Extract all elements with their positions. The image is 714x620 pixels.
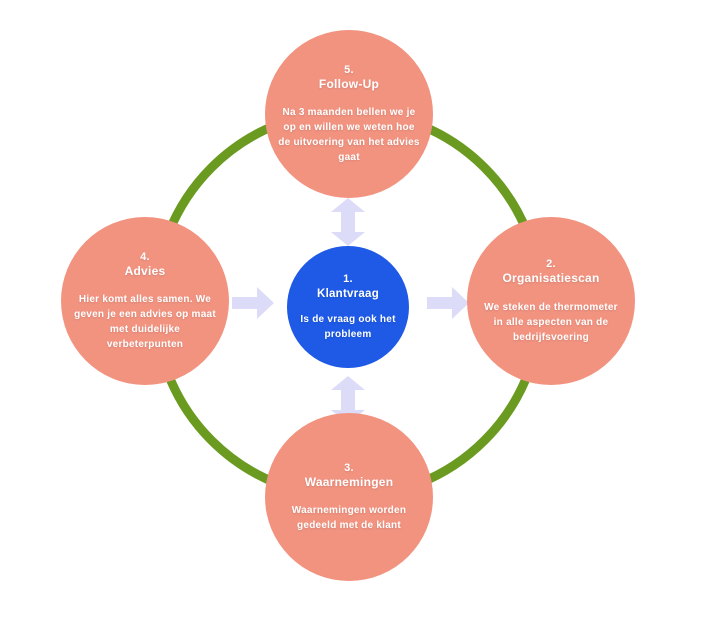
double-arrow-vertical-top-shape <box>331 198 365 246</box>
node-advies-number: 4. <box>140 250 150 263</box>
node-follow-up-title: Follow-Up <box>318 76 380 91</box>
node-waarnemingen: 3. Waarnemingen Waarnemingen worden gede… <box>265 413 433 581</box>
node-organisatiescan: 2. Organisatiescan We steken de thermome… <box>467 217 635 385</box>
node-advies: 4. Advies Hier komt alles samen. We geve… <box>61 217 229 385</box>
node-follow-up: 5. Follow-Up Na 3 maanden bellen we je o… <box>265 30 433 198</box>
arrow-right-right-icon <box>427 287 469 319</box>
node-advies-description: Hier komt alles samen. We geven je een a… <box>74 294 216 351</box>
node-klantvraag-title: Klantvraag <box>317 287 379 300</box>
arrow-right-left-shape <box>232 287 274 319</box>
double-arrow-vertical-bottom-shape <box>331 376 365 424</box>
node-waarnemingen-number: 3. <box>344 461 354 474</box>
node-klantvraag-number: 1. <box>343 273 353 286</box>
double-arrow-vertical-top-icon <box>331 198 365 246</box>
node-waarnemingen-title: Waarnemingen <box>304 474 394 489</box>
node-waarnemingen-description: Waarnemingen worden gedeeld met de klant <box>291 505 407 532</box>
node-follow-up-description: Na 3 maanden bellen we je op en willen w… <box>278 107 420 164</box>
arrow-right-left-icon <box>232 287 274 319</box>
node-klantvraag-description: Is de vraag ook het probleem <box>300 313 396 340</box>
double-arrow-vertical-bottom-icon <box>331 376 365 424</box>
node-organisatiescan-title: Organisatiescan <box>502 271 600 286</box>
node-advies-title: Advies <box>124 263 166 278</box>
node-klantvraag: 1. Klantvraag Is de vraag ook het proble… <box>287 246 409 368</box>
node-follow-up-number: 5. <box>344 63 354 76</box>
node-organisatiescan-number: 2. <box>546 258 556 271</box>
arrow-right-right-shape <box>427 287 469 319</box>
node-organisatiescan-description: We steken de thermometer in alle aspecte… <box>484 301 618 343</box>
